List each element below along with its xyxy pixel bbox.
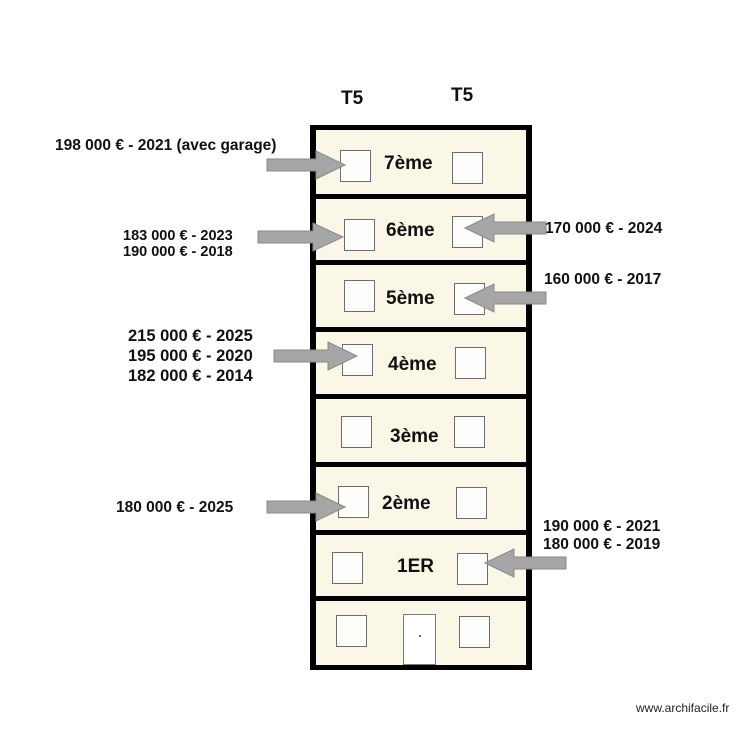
price-note-5-right: 160 000 € - 2017 — [544, 271, 661, 289]
price-line: 180 000 € - 2025 — [116, 499, 234, 516]
arrow-left-icon — [464, 213, 547, 243]
price-note-2-left: 180 000 € - 2025 — [116, 499, 233, 517]
floor-label-2: 2ème — [382, 493, 431, 514]
arrow-right-icon — [266, 150, 346, 180]
floor-label-1: 1ER — [397, 556, 434, 577]
floor-7: 7ème — [316, 130, 526, 194]
column-label-left: T5 — [341, 88, 364, 109]
price-note-7-left: 198 000 € - 2021 (avec garage) — [55, 137, 276, 155]
price-line: 180 000 € - 2019 — [543, 536, 661, 553]
floor-4: 4ème — [316, 332, 526, 394]
window — [457, 553, 488, 585]
window — [344, 280, 375, 312]
floor-3: 3ème — [316, 399, 526, 462]
price-line: 190 000 € - 2021 — [543, 518, 661, 535]
door-knob — [419, 635, 421, 637]
price-note-1-right: 190 000 € - 2021 180 000 € - 2019 — [543, 518, 660, 554]
arrow-right-icon — [266, 492, 346, 522]
window — [454, 416, 485, 448]
window — [336, 615, 367, 647]
price-note-4-left: 215 000 € - 2025 195 000 € - 2020 182 00… — [128, 326, 253, 386]
window — [455, 347, 486, 379]
price-line: 190 000 € - 2018 — [123, 244, 233, 260]
window — [341, 416, 372, 448]
arrow-left-icon — [464, 283, 547, 313]
floor-label-3: 3ème — [390, 426, 439, 447]
window — [338, 486, 369, 518]
watermark: www.archifacile.fr — [636, 701, 730, 715]
window — [459, 616, 490, 648]
building-elevation: 7ème 6ème 5ème 4ème 3ème 2ème 1ER — [310, 125, 532, 670]
price-note-6-left: 183 000 € - 2023 190 000 € - 2018 — [123, 228, 233, 260]
entrance-door — [403, 614, 436, 665]
floor-ground — [316, 601, 526, 665]
column-label-right: T5 — [451, 85, 474, 106]
price-line: 160 000 € - 2017 — [544, 271, 662, 288]
price-line: 183 000 € - 2023 — [123, 228, 233, 244]
arrow-left-icon — [484, 548, 567, 578]
arrow-right-icon — [273, 341, 359, 371]
floor-2: 2ème — [316, 467, 526, 530]
window — [452, 152, 483, 184]
floor-label-6: 6ème — [386, 220, 435, 241]
window — [344, 219, 375, 251]
window — [332, 552, 363, 584]
price-line: 195 000 € - 2020 — [128, 347, 253, 365]
price-line: 198 000 € - 2021 (avec garage) — [55, 137, 277, 154]
window — [456, 487, 487, 519]
price-line: 215 000 € - 2025 — [128, 327, 253, 345]
price-note-6-right: 170 000 € - 2024 — [545, 220, 662, 238]
arrow-right-icon — [257, 222, 345, 252]
floor-label-4: 4ème — [388, 354, 437, 375]
floor-label-5: 5ème — [386, 288, 435, 309]
floor-label-7: 7ème — [384, 153, 433, 174]
price-line: 170 000 € - 2024 — [545, 220, 663, 237]
price-line: 182 000 € - 2014 — [128, 367, 253, 385]
